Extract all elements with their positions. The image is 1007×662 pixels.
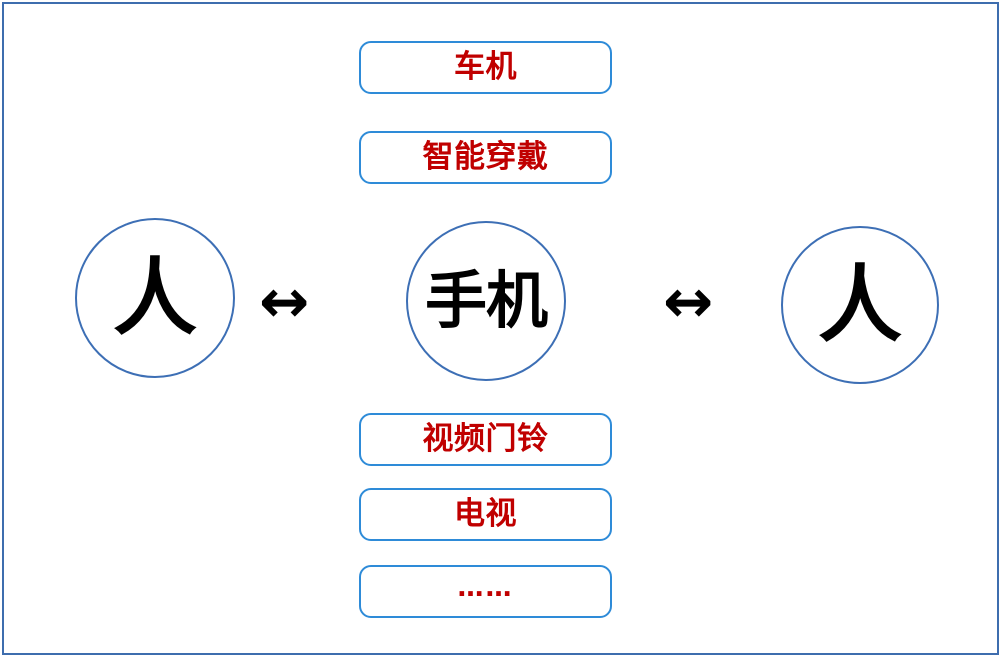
device-box-label: 电视	[454, 496, 517, 532]
bidirectional-arrow-icon-left: ↔	[259, 267, 310, 337]
device-box-television[interactable]: 电视	[359, 488, 612, 541]
circle-person-left-label: 人	[112, 249, 197, 347]
device-box-more[interactable]: ……	[359, 565, 612, 618]
circle-mobile-phone-label: 手机	[424, 264, 548, 337]
circle-person-right[interactable]: 人	[781, 226, 939, 384]
circle-person-right-label: 人	[817, 256, 902, 354]
device-box-label: ……	[457, 572, 514, 603]
device-box-label: 智能穿戴	[422, 139, 549, 175]
circle-person-left[interactable]: 人	[75, 218, 235, 378]
device-box-label: 车机	[454, 49, 517, 85]
device-box-label: 视频门铃	[422, 421, 549, 457]
device-box-video-doorbell[interactable]: 视频门铃	[359, 413, 612, 466]
circle-mobile-phone[interactable]: 手机	[406, 221, 566, 381]
device-box-smart-wearable[interactable]: 智能穿戴	[359, 131, 612, 184]
bidirectional-arrow-icon-right: ↔	[663, 267, 714, 337]
device-box-car-machine[interactable]: 车机	[359, 41, 612, 94]
